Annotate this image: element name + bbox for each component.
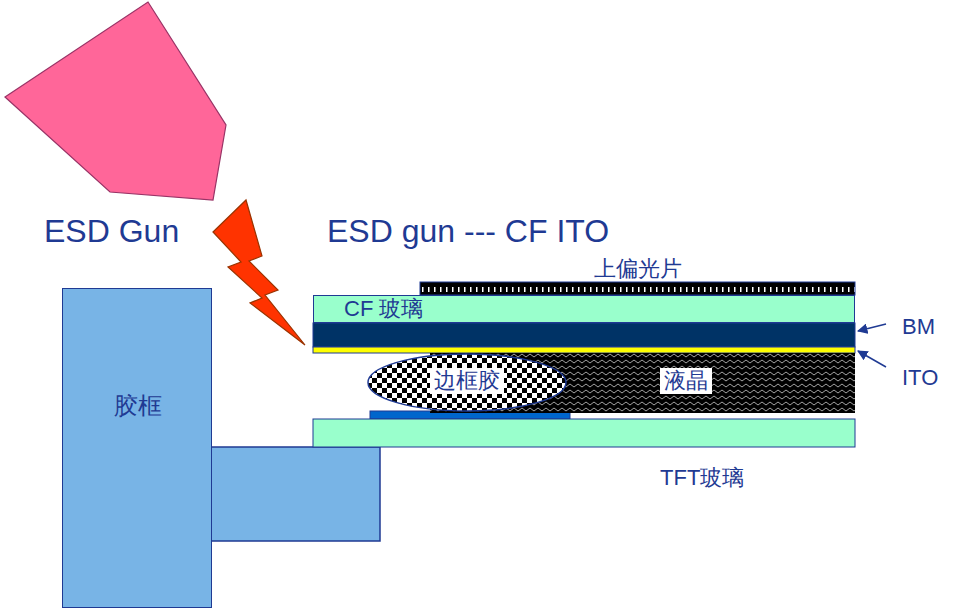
node-label: TFT玻璃 bbox=[660, 465, 744, 491]
leader-arrow bbox=[858, 324, 886, 331]
layer-label: ITO bbox=[902, 365, 938, 391]
layer-label: BM bbox=[902, 314, 935, 340]
tft-glass-shape bbox=[313, 419, 855, 499]
node-label: ESD Gun bbox=[44, 212, 179, 250]
tft-glass: TFT玻璃 bbox=[313, 419, 855, 499]
leader-arrow bbox=[858, 351, 886, 367]
frame-step bbox=[210, 447, 380, 541]
frame-box: 胶框 bbox=[62, 288, 212, 608]
node-label: 上偏光片 bbox=[594, 256, 682, 282]
node-label: 液晶 bbox=[660, 368, 712, 394]
discharge-bolt bbox=[213, 200, 305, 345]
node-label: 胶框 bbox=[114, 392, 162, 421]
polarizer-band: 上偏光片 bbox=[420, 256, 855, 296]
diagram-title: ESD gun --- CF ITO bbox=[327, 212, 609, 250]
bm-layer bbox=[313, 323, 855, 347]
cf-glass: CF 玻璃 bbox=[313, 295, 855, 323]
node-label: CF 玻璃 bbox=[344, 296, 423, 322]
esd-gun: ESD Gun bbox=[0, 0, 240, 252]
ito-layer bbox=[313, 347, 855, 353]
node-label: 边框胶 bbox=[430, 368, 504, 394]
sealant-ellipse: 边框胶 bbox=[367, 353, 567, 412]
